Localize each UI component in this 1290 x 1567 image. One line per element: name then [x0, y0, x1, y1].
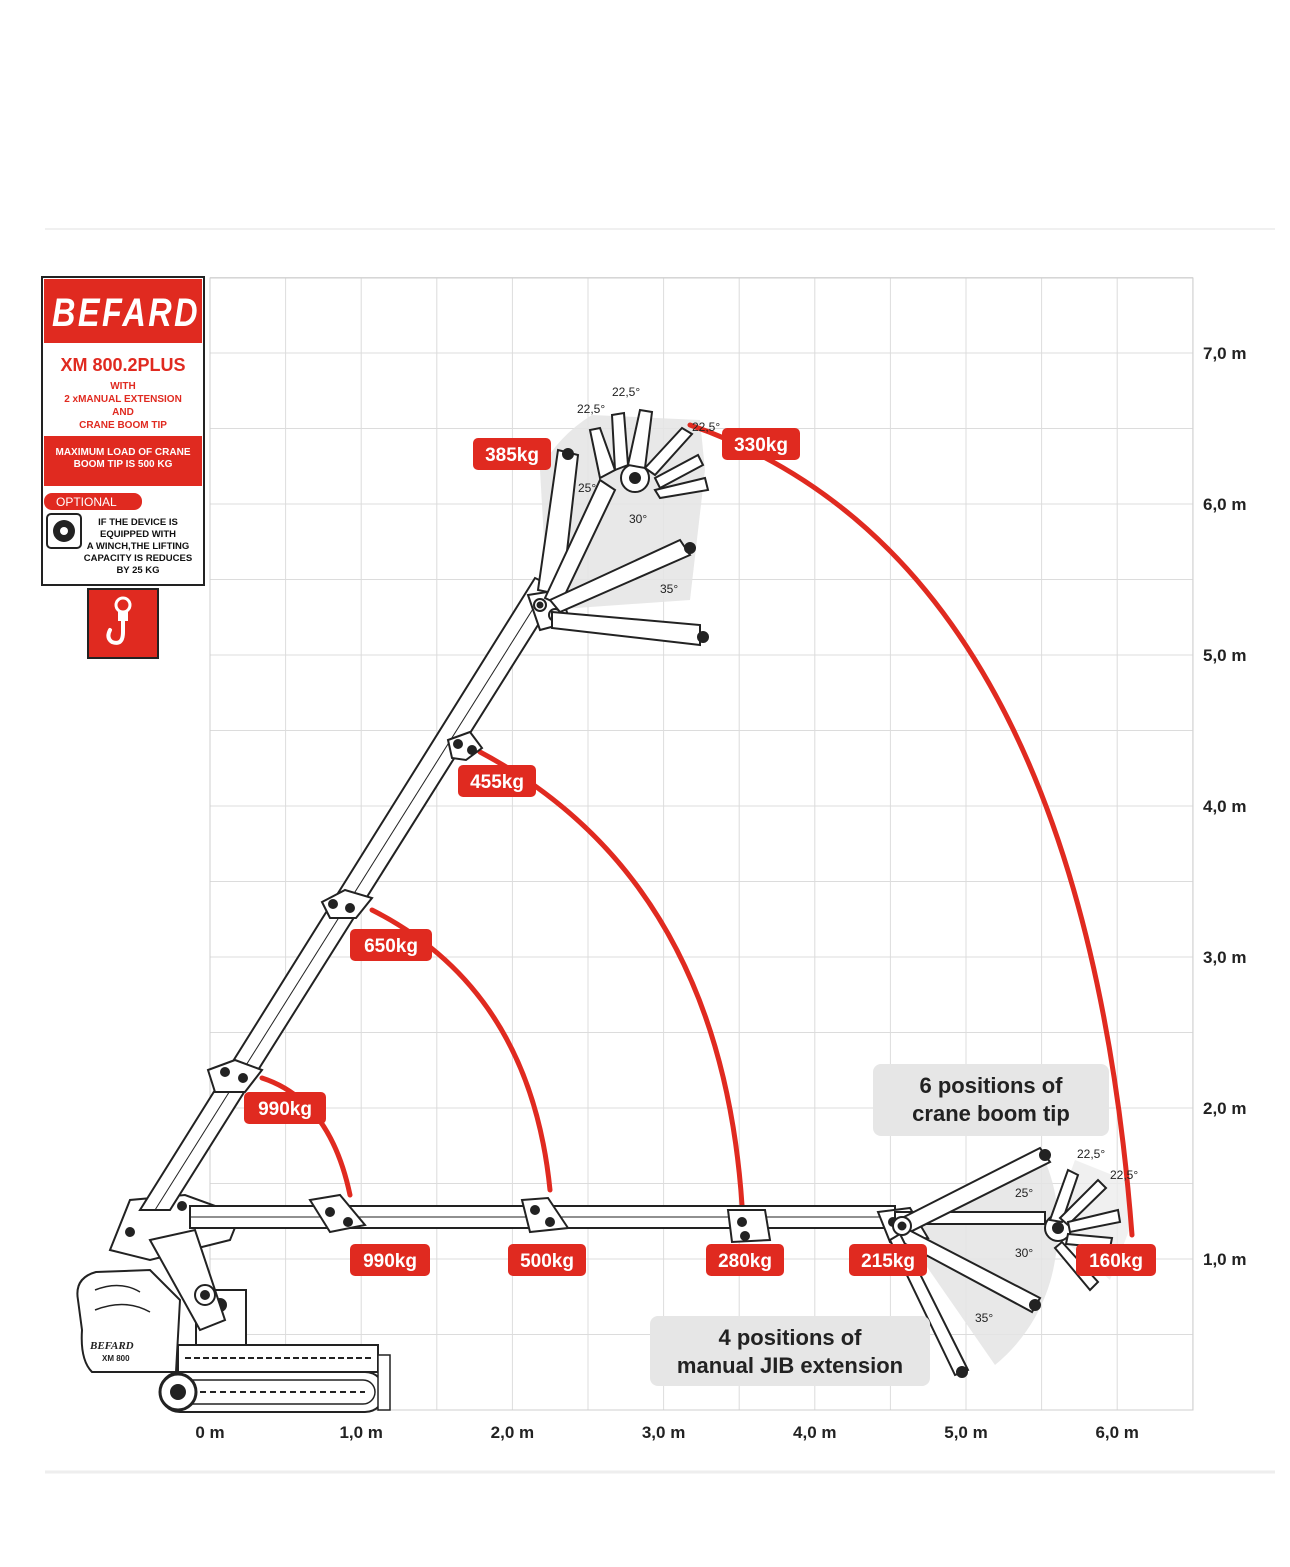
load-badge-horizontal-5: 160kg [1089, 1251, 1143, 1272]
load-badge-horizontal-2: 500kg [520, 1251, 574, 1272]
x-tick-label: 3,0 m [642, 1423, 685, 1442]
arc-330 [687, 422, 1135, 1238]
crawler-machine [76, 1268, 391, 1413]
winch-note-line: A WINCH,THE LIFTING [87, 541, 190, 552]
y-tick-label: 4,0 m [1203, 797, 1246, 816]
angle-label: 30° [1015, 1246, 1033, 1260]
x-tick-label: 0 m [195, 1423, 224, 1442]
y-axis-labels: 1,0 m 2,0 m 3,0 m 4,0 m 5,0 m 6,0 m 7,0 m [1203, 344, 1246, 1269]
y-tick-label: 6,0 m [1203, 495, 1246, 514]
load-badge-boom-3: 455kg [470, 772, 524, 793]
lower-angle-labels: 22,5° 22,5° 25° 30° 35° [975, 1147, 1138, 1325]
winch-note-line: CAPACITY IS REDUCES [84, 553, 192, 564]
boom-load-badges: 990kg 650kg 455kg 385kg 330kg [244, 428, 800, 1124]
brand-info-panel: BEFARD XM 800.2PLUS WITH 2 xMANUAL EXTEN… [41, 276, 205, 586]
crawler-brand-badge: BEFARD [89, 1340, 134, 1352]
x-tick-label: 4,0 m [793, 1423, 836, 1442]
y-tick-label: 1,0 m [1203, 1250, 1246, 1269]
upper-angle-labels: 22,5° 22,5° 22,5° 25° 30° 35° [577, 385, 720, 596]
config-line: CRANE BOOM TIP [79, 420, 167, 431]
angle-label: 22,5° [1077, 1147, 1105, 1161]
jib-note-line2: manual JIB extension [677, 1353, 903, 1378]
jib-note-line1: 4 positions of [719, 1325, 863, 1350]
config-line: AND [112, 407, 134, 418]
y-tick-label: 7,0 m [1203, 344, 1246, 363]
max-load-line: BOOM TIP IS 500 KG [74, 459, 173, 470]
winch-note-line: EQUIPPED WITH [100, 529, 176, 540]
optional-label: OPTIONAL [56, 495, 117, 509]
load-badge-boom-1: 990kg [258, 1099, 312, 1120]
config-line: WITH [110, 381, 136, 392]
arc-455 [477, 749, 745, 1208]
winch-note-line: IF THE DEVICE IS [98, 517, 178, 528]
load-badge-horizontal-3: 280kg [718, 1251, 772, 1272]
y-tick-label: 2,0 m [1203, 1099, 1246, 1118]
horizontal-boom [189, 1193, 1046, 1244]
winch-note-line: BY 25 KG [116, 565, 159, 576]
angle-label: 35° [660, 582, 678, 596]
x-tick-label: 1,0 m [339, 1423, 382, 1442]
angle-label: 22,5° [612, 385, 640, 399]
angle-label: 25° [1015, 1186, 1033, 1200]
load-badge-horizontal-1: 990kg [363, 1251, 417, 1272]
x-tick-label: 5,0 m [944, 1423, 987, 1442]
y-tick-label: 5,0 m [1203, 646, 1246, 665]
boom-tip-note: 6 positions of crane boom tip [873, 1064, 1109, 1136]
load-badge-boom-5: 330kg [734, 435, 788, 456]
horizontal-load-badges: 990kg 500kg 280kg 215kg 160kg [350, 1244, 1156, 1276]
plot-border [209, 277, 1194, 1411]
crane-hook-icon [87, 588, 159, 659]
load-badge-boom-2: 650kg [364, 936, 418, 957]
angle-label: 25° [578, 481, 596, 495]
x-tick-label: 6,0 m [1095, 1423, 1138, 1442]
config-line: 2 xMANUAL EXTENSION [64, 394, 182, 405]
boom-tip-note-line2: crane boom tip [912, 1101, 1070, 1126]
jib-note: 4 positions of manual JIB extension [650, 1316, 930, 1386]
boom-tip-note-line1: 6 positions of [920, 1073, 1064, 1098]
load-badge-horizontal-4: 215kg [861, 1251, 915, 1272]
angle-label: 22,5° [1110, 1168, 1138, 1182]
x-axis-labels: 0 m 1,0 m 2,0 m 3,0 m 4,0 m 5,0 m 6,0 m [195, 1423, 1139, 1442]
max-load-line: MAXIMUM LOAD OF CRANE [56, 447, 191, 458]
model-name: XM 800.2PLUS [60, 355, 185, 375]
angle-label: 22,5° [692, 420, 720, 434]
y-tick-label: 3,0 m [1203, 948, 1246, 967]
crawler-model-badge: XM 800 [102, 1354, 130, 1363]
angle-label: 35° [975, 1311, 993, 1325]
x-tick-label: 2,0 m [491, 1423, 534, 1442]
angle-label: 22,5° [577, 402, 605, 416]
lower-angle-fan [900, 1150, 1059, 1365]
winch-icon [46, 513, 82, 549]
load-badge-boom-4: 385kg [485, 445, 539, 466]
upper-jib-positions [536, 408, 710, 647]
brand-logo: BEFARD [52, 291, 200, 335]
diagonal-boom [138, 576, 572, 1211]
angle-label: 30° [629, 512, 647, 526]
